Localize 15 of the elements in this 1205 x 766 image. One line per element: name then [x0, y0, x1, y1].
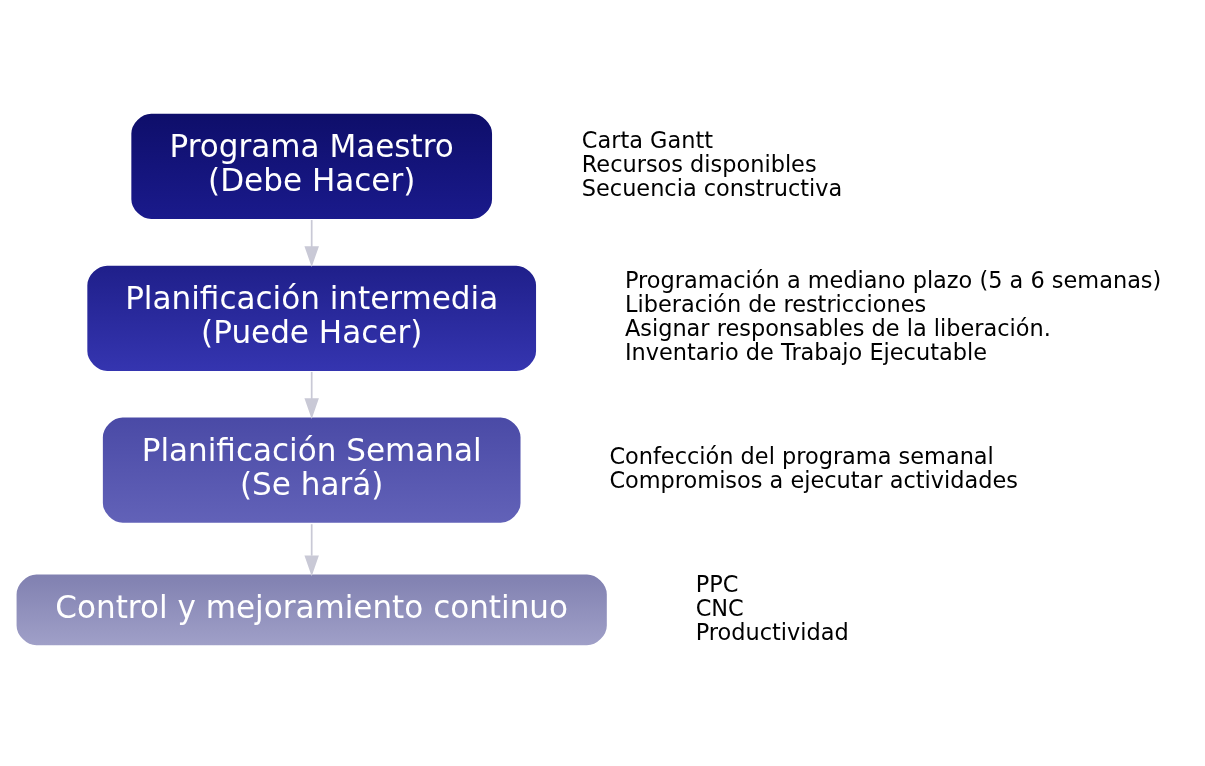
arrow: [304, 523, 319, 577]
node-label: Carta Gantt: [581, 127, 713, 154]
node-label: Programación a mediano plazo (5 a 6 semanas): [624, 266, 1162, 293]
node-label: Confección del programa semanal: [609, 442, 994, 469]
node-label: CNC: [695, 594, 744, 621]
arrow: [304, 371, 319, 419]
node-label: PPC: [695, 570, 739, 597]
node-box: Planificación Semanal (Se hará): [101, 415, 523, 525]
node-box: Planificación intermedia (Puede Hacer): [85, 263, 538, 373]
node-label: Recursos disponibles: [581, 151, 817, 178]
node-box: Programa Maestro (Debe Hacer): [129, 112, 494, 221]
node-box: Control y mejoramiento continuo: [14, 572, 609, 648]
arrow: [304, 219, 319, 268]
node-label: Asignar responsables de la liberación.: [624, 315, 1051, 342]
node-label: Productividad: [695, 618, 849, 645]
